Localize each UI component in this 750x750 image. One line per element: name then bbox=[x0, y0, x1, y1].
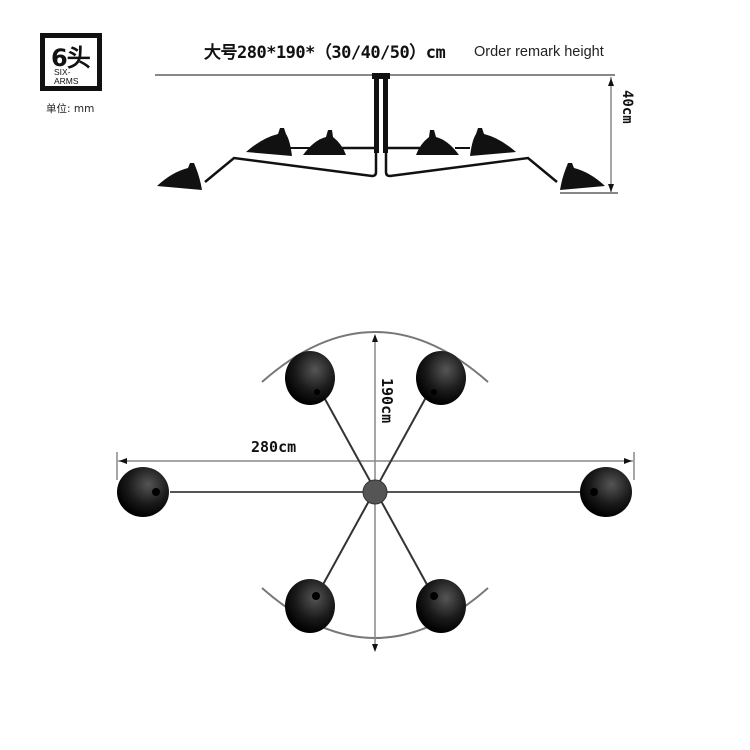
unit-label: 单位: mm bbox=[46, 103, 95, 115]
badge-sub-text: SIX- ARMS bbox=[54, 68, 79, 86]
ceiling-canopy bbox=[372, 73, 390, 79]
badge-sub-line1: SIX- bbox=[54, 67, 71, 77]
size-title: 大号280*190*（30/40/50）cm bbox=[204, 43, 446, 63]
center-hub bbox=[362, 479, 388, 505]
width-label: 280cm bbox=[251, 438, 297, 456]
height-label: 40cm bbox=[619, 90, 635, 124]
badge-main-text: 6头 bbox=[51, 44, 91, 72]
six-arms-badge: 6头 SIX- ARMS bbox=[40, 33, 102, 91]
depth-label: 190cm bbox=[378, 378, 396, 424]
top-lamp-heads bbox=[117, 351, 632, 633]
badge-sub-line2: ARMS bbox=[54, 76, 79, 86]
order-remark-note: Order remark height bbox=[474, 44, 604, 60]
stem-left bbox=[374, 78, 379, 153]
stem-right bbox=[383, 78, 388, 153]
side-lamp-shades bbox=[157, 128, 605, 190]
